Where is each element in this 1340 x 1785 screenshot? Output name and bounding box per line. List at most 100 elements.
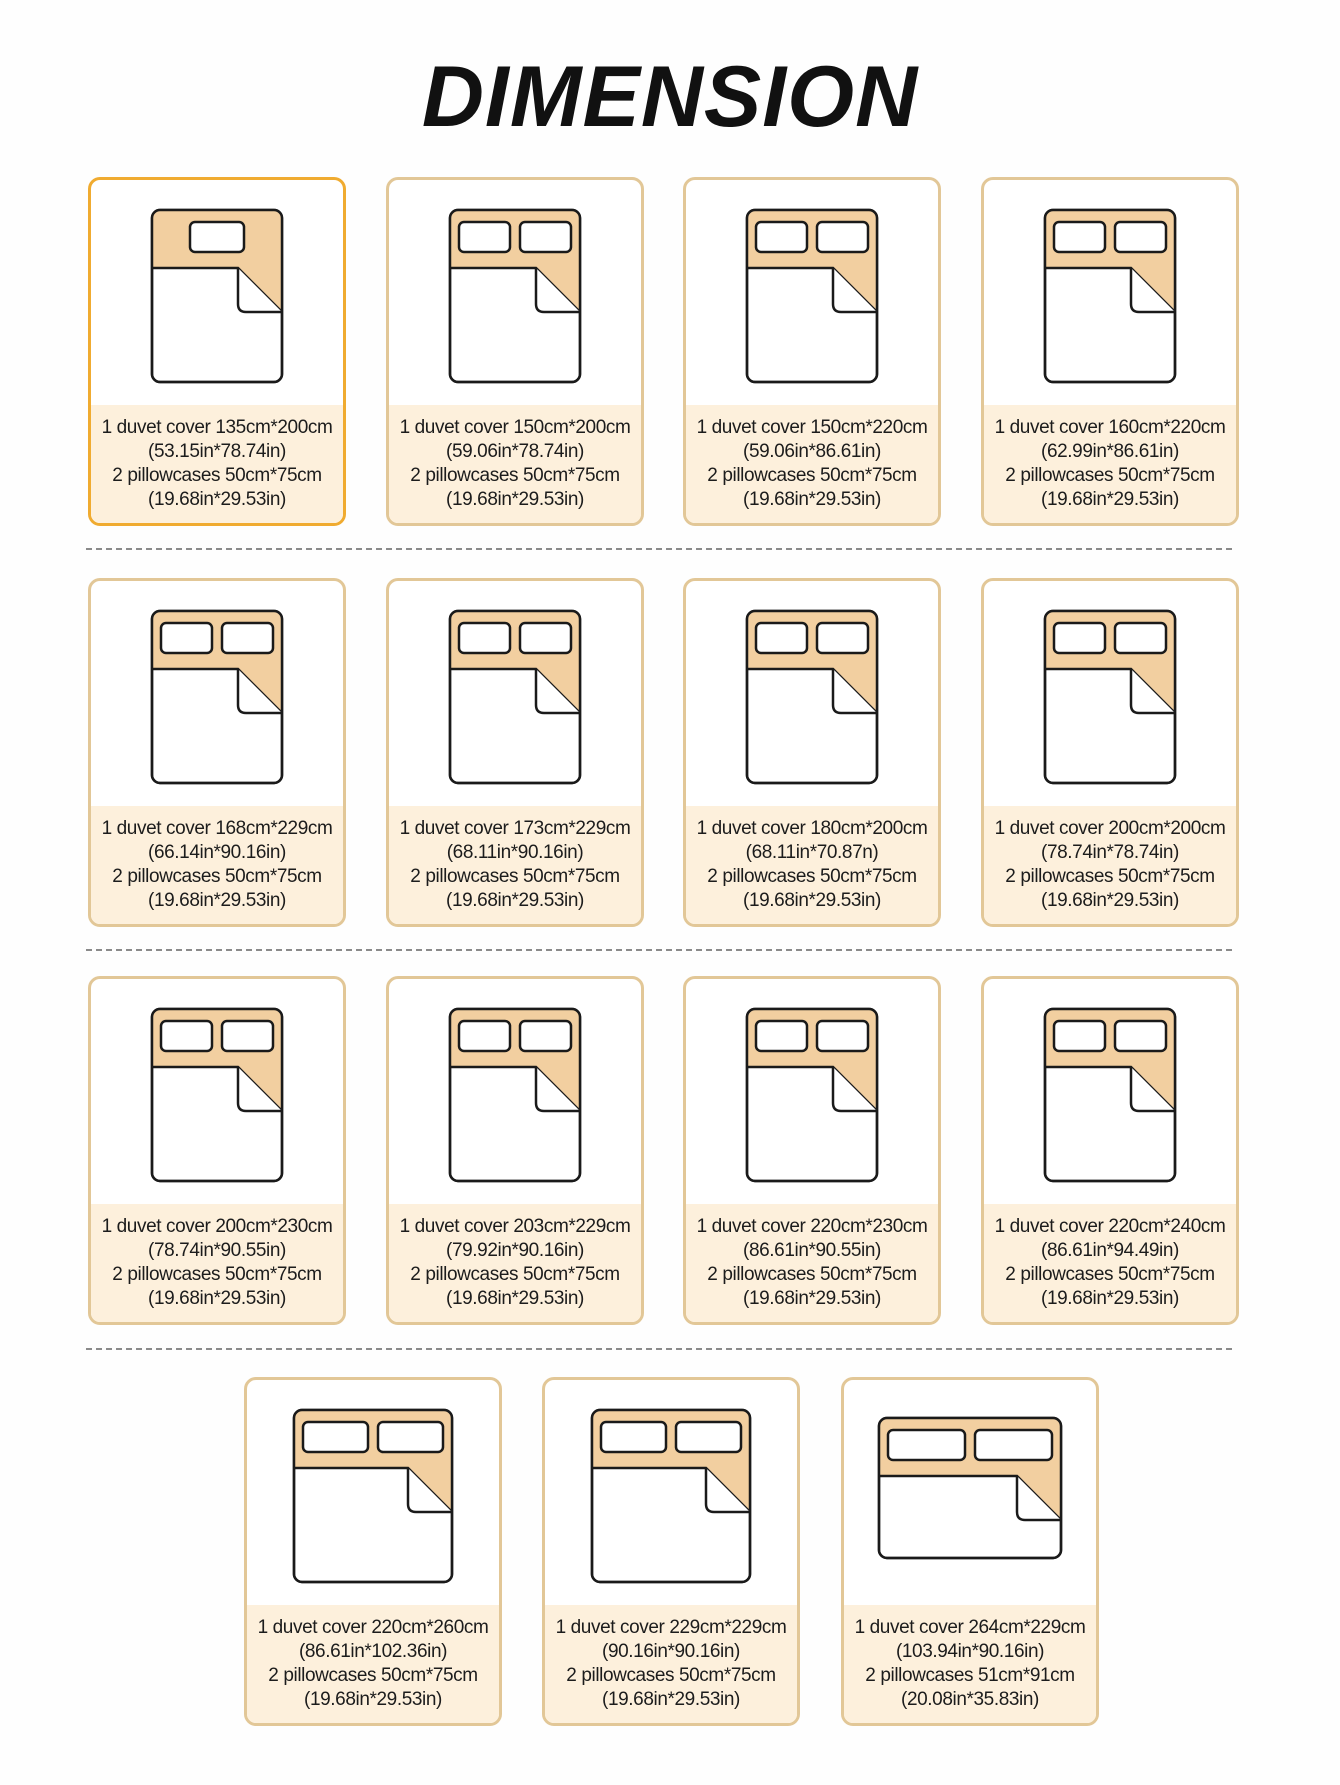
size-info: 1 duvet cover 180cm*200cm (68.11in*70.87n…: [686, 806, 938, 924]
size-option-card[interactable]: 1 duvet cover 168cm*229cm (66.14in*90.16i…: [88, 578, 346, 927]
pillowcase-size-cm: 2 pillowcases 50cm*75cm: [1005, 866, 1215, 887]
pillowcase-size-in: (19.68in*29.53in): [148, 890, 286, 911]
bed-illustration: [247, 1380, 499, 1606]
pillowcase-size-in: (19.68in*29.53in): [1041, 489, 1179, 510]
bed-illustration: [844, 1380, 1096, 1606]
duvet-size-cm: 1 duvet cover 160cm*220cm: [994, 417, 1226, 438]
size-info: 1 duvet cover 200cm*200cm(78.74in*78.74i…: [984, 806, 1236, 924]
size-info: 1 duvet cover 203cm*229cm(79.92in*90.16i…: [389, 1204, 641, 1322]
bed-icon: [292, 1408, 454, 1584]
bed-icon: [150, 208, 284, 384]
size-info: 1 duvet cover 168cm*229cm (66.14in*90.16i…: [91, 806, 343, 924]
bed-illustration: [389, 180, 641, 406]
size-option-card[interactable]: 1 duvet cover 220cm*230cm (86.61in*90.55i…: [683, 976, 941, 1325]
bed-illustration: [984, 979, 1236, 1205]
duvet-size-in: (86.61in*90.55in): [743, 1240, 881, 1261]
size-info: 1 duvet cover 220cm*260cm(86.61in*102.36…: [247, 1605, 499, 1723]
bed-icon: [1043, 609, 1177, 785]
size-option-card[interactable]: 1 duvet cover 150cm*220cm (59.06in*86.61i…: [683, 177, 941, 526]
pillowcase-size-cm: 2 pillowcases 50cm*75cm: [112, 866, 322, 887]
duvet-size-cm: 1 duvet cover 150cm*220cm: [696, 417, 928, 438]
bed-icon: [448, 1007, 582, 1183]
pillowcase-size-cm: 2 pillowcases 50cm*75cm: [1005, 465, 1215, 486]
size-option-card[interactable]: 1 duvet cover 220cm*260cm(86.61in*102.36…: [244, 1377, 502, 1726]
bed-illustration: [91, 979, 343, 1205]
duvet-size-in: (103.94in*90.16in): [895, 1641, 1045, 1662]
size-info: 1 duvet cover 150cm*220cm (59.06in*86.61i…: [686, 405, 938, 523]
size-option-card[interactable]: 1 duvet cover 200cm*200cm(78.74in*78.74i…: [981, 578, 1239, 927]
pillowcase-size-cm: 2 pillowcases 50cm*75cm: [707, 465, 917, 486]
pillowcase-size-cm: 2 pillowcases 50cm*75cm: [268, 1665, 478, 1686]
pillowcase-size-cm: 2 pillowcases 50cm*75cm: [112, 1264, 322, 1285]
duvet-size-cm: 1 duvet cover 203cm*229cm: [399, 1216, 631, 1237]
bed-illustration: [984, 180, 1236, 406]
duvet-size-in: (90.16in*90.16in): [602, 1641, 740, 1662]
pillowcase-size-in: (19.68in*29.53in): [446, 890, 584, 911]
duvet-size-in: (86.61in*94.49in): [1041, 1240, 1179, 1261]
size-info: 1 duvet cover 200cm*230cm (78.74in*90.55i…: [91, 1204, 343, 1322]
pillowcase-size-cm: 2 pillowcases 50cm*75cm: [112, 465, 322, 486]
duvet-size-cm: 1 duvet cover 200cm*230cm: [101, 1216, 333, 1237]
bed-illustration: [389, 581, 641, 807]
pillowcase-size-cm: 2 pillowcases 50cm*75cm: [410, 1264, 620, 1285]
pillowcase-size-in: (20.08in*35.83in): [901, 1689, 1039, 1710]
size-option-card[interactable]: 1 duvet cover 160cm*220cm(62.99in*86.61i…: [981, 177, 1239, 526]
bed-icon: [1043, 208, 1177, 384]
duvet-size-cm: 1 duvet cover 173cm*229cm: [399, 818, 631, 839]
duvet-size-cm: 1 duvet cover 168cm*229cm: [101, 818, 333, 839]
size-option-card[interactable]: 1 duvet cover 264cm*229cm (103.94in*90.16…: [841, 1377, 1099, 1726]
pillowcase-size-in: (19.68in*29.53in): [148, 489, 286, 510]
bed-icon: [877, 1416, 1063, 1560]
duvet-size-in: (78.74in*90.55in): [148, 1240, 286, 1261]
duvet-size-in: (78.74in*78.74in): [1041, 842, 1179, 863]
size-option-card[interactable]: 1 duvet cover 229cm*229cm (90.16in*90.16i…: [542, 1377, 800, 1726]
size-option-card[interactable]: 1 duvet cover 135cm*200cm(53.15in*78.74i…: [88, 177, 346, 526]
pillowcase-size-cm: 2 pillowcases 50cm*75cm: [566, 1665, 776, 1686]
size-option-card[interactable]: 1 duvet cover 200cm*230cm (78.74in*90.55i…: [88, 976, 346, 1325]
size-option-card[interactable]: 1 duvet cover 203cm*229cm(79.92in*90.16i…: [386, 976, 644, 1325]
bed-icon: [1043, 1007, 1177, 1183]
size-option-card[interactable]: 1 duvet cover 173cm*229cm(68.11in*90.16i…: [386, 578, 644, 927]
bed-icon: [150, 609, 284, 785]
duvet-size-in: (68.11in*70.87n): [745, 842, 879, 863]
pillowcase-size-in: (19.68in*29.53in): [743, 890, 881, 911]
duvet-size-cm: 1 duvet cover 264cm*229cm: [854, 1617, 1086, 1638]
duvet-size-cm: 1 duvet cover 180cm*200cm: [696, 818, 928, 839]
size-info: 1 duvet cover 150cm*200cm (59.06in*78.74i…: [389, 405, 641, 523]
pillowcase-size-cm: 2 pillowcases 50cm*75cm: [1005, 1264, 1215, 1285]
bed-icon: [745, 609, 879, 785]
divider: [86, 548, 1232, 550]
duvet-size-cm: 1 duvet cover 220cm*230cm: [696, 1216, 928, 1237]
duvet-size-in: (59.06in*78.74in): [446, 441, 584, 462]
duvet-size-in: (86.61in*102.36in): [298, 1641, 448, 1662]
bed-illustration: [91, 180, 343, 406]
pillowcase-size-in: (19.68in*29.53in): [304, 1689, 442, 1710]
bed-illustration: [545, 1380, 797, 1606]
bed-icon: [745, 1007, 879, 1183]
bed-illustration: [389, 979, 641, 1205]
pillowcase-size-cm: 2 pillowcases 50cm*75cm: [707, 1264, 917, 1285]
duvet-size-cm: 1 duvet cover 220cm*240cm: [994, 1216, 1226, 1237]
duvet-size-cm: 1 duvet cover 229cm*229cm: [555, 1617, 787, 1638]
duvet-size-in: (59.06in*86.61in): [743, 441, 881, 462]
duvet-size-in: (66.14in*90.16in): [148, 842, 286, 863]
size-option-card[interactable]: 1 duvet cover 150cm*200cm (59.06in*78.74i…: [386, 177, 644, 526]
bed-illustration: [686, 581, 938, 807]
duvet-size-cm: 1 duvet cover 150cm*200cm: [399, 417, 631, 438]
bed-illustration: [686, 180, 938, 406]
size-info: 1 duvet cover 220cm*230cm (86.61in*90.55i…: [686, 1204, 938, 1322]
size-option-card[interactable]: 1 duvet cover 180cm*200cm (68.11in*70.87n…: [683, 578, 941, 927]
size-info: 1 duvet cover 135cm*200cm(53.15in*78.74i…: [91, 405, 343, 523]
size-info: 1 duvet cover 220cm*240cm (86.61in*94.49i…: [984, 1204, 1236, 1322]
duvet-size-cm: 1 duvet cover 135cm*200cm: [101, 417, 333, 438]
pillowcase-size-cm: 2 pillowcases 50cm*75cm: [707, 866, 917, 887]
page-title: DIMENSION: [421, 49, 919, 145]
pillowcase-size-in: (19.68in*29.53in): [602, 1689, 740, 1710]
pillowcase-size-cm: 2 pillowcases 50cm*75cm: [410, 866, 620, 887]
bed-icon: [590, 1408, 752, 1584]
pillowcase-size-in: (19.68in*29.53in): [148, 1288, 286, 1309]
pillowcase-size-in: (19.68in*29.53in): [1041, 1288, 1179, 1309]
pillowcase-size-in: (19.68in*29.53in): [1041, 890, 1179, 911]
bed-icon: [448, 208, 582, 384]
size-option-card[interactable]: 1 duvet cover 220cm*240cm (86.61in*94.49i…: [981, 976, 1239, 1325]
